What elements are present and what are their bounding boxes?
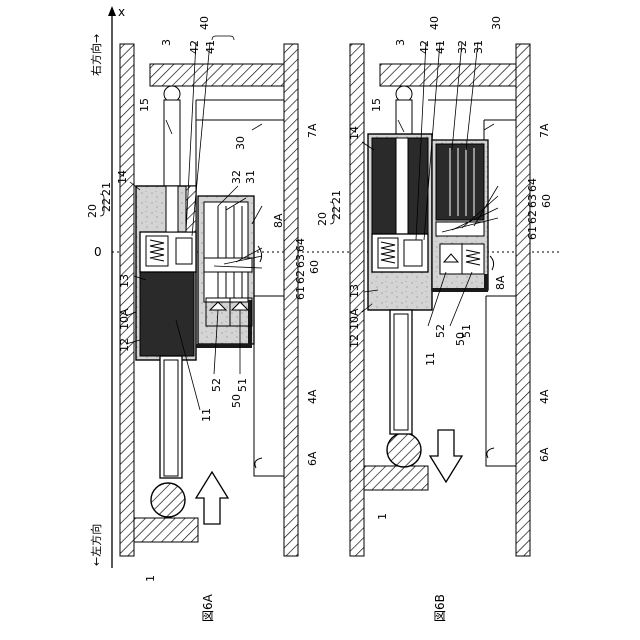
label-51-a: 51 xyxy=(236,378,249,392)
label-11-a: 11 xyxy=(200,408,213,422)
label-12-b: 12 xyxy=(348,334,361,348)
label-32-b: 32 xyxy=(456,40,469,54)
label-1-a: 1 xyxy=(144,575,157,582)
label-60-b: 60 xyxy=(540,194,553,208)
label-31-b: 31 xyxy=(472,40,485,54)
label-20-a: 20 xyxy=(86,204,99,218)
valve-60-b xyxy=(436,222,484,236)
label-14-a: 14 xyxy=(116,170,129,184)
label-7a-a: 7A xyxy=(306,123,319,138)
axis-x-label: x xyxy=(118,5,125,19)
label-50-a: 50 xyxy=(230,394,243,408)
label-52-b: 52 xyxy=(434,324,447,338)
label-7a-b: 7A xyxy=(538,123,551,138)
rod-15-a xyxy=(164,100,180,188)
label-13-b: 13 xyxy=(348,284,361,298)
bracket-3-a xyxy=(150,64,284,86)
label-40-a: 40 xyxy=(198,16,211,30)
label-61-b: 61 xyxy=(526,226,539,240)
label-63-b: 63 xyxy=(526,194,539,208)
direction-left-label: ←左方向 xyxy=(89,524,103,566)
label-1-b: 1 xyxy=(376,513,389,520)
piston-rod-11-a xyxy=(160,356,182,478)
label-15-a: 15 xyxy=(138,98,151,112)
label-8a-a: 8A xyxy=(272,213,285,228)
wall-left-b xyxy=(350,44,364,556)
label-51-b: 51 xyxy=(460,324,473,338)
rod-15-b xyxy=(396,100,412,136)
label-40-b: 40 xyxy=(428,16,441,30)
bracket-3-b xyxy=(380,64,516,86)
bracket-1-a xyxy=(134,518,198,542)
label-63-a: 63 xyxy=(294,254,307,268)
wall-left-a xyxy=(120,44,134,556)
label-22-a: 22 xyxy=(100,198,113,212)
label-30-b: 30 xyxy=(490,16,503,30)
motion-arrow-up-a xyxy=(196,472,228,524)
piston-rod-11-b xyxy=(390,310,412,434)
label-64-b: 64 xyxy=(526,178,539,192)
figure-caption-6b: 図6B xyxy=(433,594,447,622)
figure-caption-6a: 図6A xyxy=(201,593,215,622)
guide-4a-b xyxy=(486,296,516,466)
ball-a xyxy=(151,483,185,517)
bracket-1-b xyxy=(364,466,428,490)
label-64-a: 64 xyxy=(294,238,307,252)
direction-right-label: 右方向→ xyxy=(89,34,103,76)
valve-60-a xyxy=(204,258,252,272)
label-10a-b: 10A xyxy=(348,308,361,330)
label-62-a: 62 xyxy=(294,270,307,284)
label-3-a: 3 xyxy=(160,39,173,46)
label-6a-b: 6A xyxy=(538,447,551,462)
label-32-a: 32 xyxy=(230,170,243,184)
label-42-a: 42 xyxy=(188,40,201,54)
label-42-b: 42 xyxy=(418,40,431,54)
label-22-b: 22 xyxy=(330,206,343,220)
label-41-a: 41 xyxy=(204,40,217,54)
label-11-b: 11 xyxy=(424,352,437,366)
label-4a-b: 4A xyxy=(538,389,551,404)
chamber-12-a xyxy=(140,272,194,356)
motion-arrow-down-b xyxy=(430,430,462,482)
label-20-b: 20 xyxy=(316,212,329,226)
label-4a-a: 4A xyxy=(306,389,319,404)
figure-6b xyxy=(350,44,530,556)
label-13-a: 13 xyxy=(118,274,131,288)
label-41-b: 41 xyxy=(434,40,447,54)
label-60-a: 60 xyxy=(308,260,321,274)
label-15-b: 15 xyxy=(370,98,383,112)
label-61-a: 61 xyxy=(294,286,307,300)
label-31-a: 31 xyxy=(244,170,257,184)
label-3-b: 3 xyxy=(394,39,407,46)
wall-right-b xyxy=(516,44,530,556)
label-8a-b: 8A xyxy=(494,275,507,290)
label-14-b: 14 xyxy=(348,126,361,140)
label-10a-a: 10A xyxy=(118,308,131,330)
label-30-a: 30 xyxy=(234,136,247,150)
axis-zero-label: 0 xyxy=(94,245,102,259)
guide-4a-a xyxy=(254,296,284,476)
label-52-a: 52 xyxy=(210,378,223,392)
figure-6a xyxy=(120,44,298,556)
label-62-b: 62 xyxy=(526,210,539,224)
label-12-a: 12 xyxy=(118,338,131,352)
label-6a-a: 6A xyxy=(306,451,319,466)
ball-b xyxy=(387,433,421,467)
